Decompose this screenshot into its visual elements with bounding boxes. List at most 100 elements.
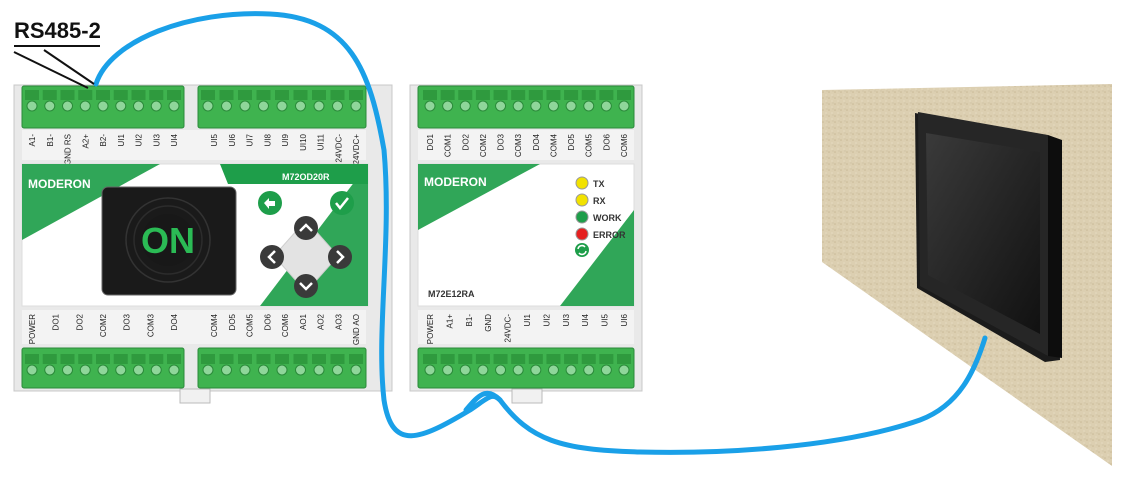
terminal-screw[interactable] bbox=[150, 364, 162, 376]
terminal-screw[interactable] bbox=[332, 100, 343, 112]
terminal-label: UI8 bbox=[263, 133, 272, 146]
terminal-screw[interactable] bbox=[512, 364, 524, 376]
terminal-screw[interactable] bbox=[44, 100, 56, 112]
terminal-screw[interactable] bbox=[512, 100, 524, 112]
terminal-slot bbox=[458, 354, 473, 364]
terminal-screw[interactable] bbox=[239, 100, 251, 112]
terminal-slot bbox=[78, 90, 93, 100]
terminal-screw[interactable] bbox=[477, 364, 489, 376]
terminal-label: DO6 bbox=[263, 313, 272, 330]
terminal-screw[interactable] bbox=[79, 364, 91, 376]
terminal-screw[interactable] bbox=[44, 364, 56, 376]
terminal-screw[interactable] bbox=[168, 100, 180, 112]
terminal-screw[interactable] bbox=[276, 100, 288, 112]
led-label: WORK bbox=[593, 213, 622, 223]
terminal-slot bbox=[219, 354, 234, 364]
terminal-screw[interactable] bbox=[459, 364, 471, 376]
up-button[interactable] bbox=[294, 216, 318, 240]
up-arrow-icon bbox=[299, 223, 313, 232]
terminal-screw[interactable] bbox=[26, 364, 38, 376]
right-button[interactable] bbox=[328, 245, 352, 269]
terminal-label: POWER bbox=[426, 314, 435, 344]
terminal-screw[interactable] bbox=[202, 364, 214, 376]
terminal-screw[interactable] bbox=[239, 364, 251, 376]
terminal-screw[interactable] bbox=[600, 100, 612, 112]
terminal-screw[interactable] bbox=[313, 364, 325, 376]
terminal-screw[interactable] bbox=[115, 364, 127, 376]
ok-button[interactable] bbox=[330, 191, 354, 215]
terminal-screw[interactable] bbox=[258, 364, 269, 376]
sync-indicator bbox=[575, 243, 589, 257]
terminal-screw[interactable] bbox=[26, 100, 38, 112]
terminal-screw[interactable] bbox=[547, 364, 559, 376]
terminal-screw[interactable] bbox=[276, 364, 288, 376]
terminal-screw[interactable] bbox=[62, 364, 73, 376]
terminal-screw[interactable] bbox=[424, 364, 436, 376]
terminal-screw[interactable] bbox=[565, 364, 577, 376]
terminal-slot bbox=[546, 354, 561, 364]
terminal-slot bbox=[149, 90, 164, 100]
terminal-screw[interactable] bbox=[442, 100, 454, 112]
terminal-screw[interactable] bbox=[350, 364, 362, 376]
terminal-slot bbox=[493, 354, 508, 364]
terminal-screw[interactable] bbox=[495, 100, 507, 112]
terminal-screw[interactable] bbox=[618, 100, 630, 112]
terminal-screw[interactable] bbox=[618, 364, 630, 376]
terminal-slot bbox=[25, 90, 39, 100]
terminal-screw[interactable] bbox=[547, 100, 559, 112]
terminal-label: UI3 bbox=[152, 133, 161, 146]
terminal-screw[interactable] bbox=[295, 364, 306, 376]
terminal-screw[interactable] bbox=[295, 100, 306, 112]
terminal-screw[interactable] bbox=[477, 100, 489, 112]
terminal-slot bbox=[238, 354, 252, 364]
terminal-screw[interactable] bbox=[600, 364, 612, 376]
terminal-slot bbox=[149, 354, 164, 364]
left-button[interactable] bbox=[260, 245, 284, 269]
led-error bbox=[575, 227, 589, 241]
terminal-label: DO6 bbox=[602, 133, 611, 150]
terminal-screw[interactable] bbox=[313, 100, 325, 112]
terminal-screw[interactable] bbox=[133, 100, 144, 112]
down-button[interactable] bbox=[294, 274, 318, 298]
terminal-label: B1- bbox=[46, 134, 55, 147]
terminal-slot bbox=[293, 354, 308, 364]
terminal-screw[interactable] bbox=[583, 100, 595, 112]
terminal-screw[interactable] bbox=[97, 100, 109, 112]
terminal-screw[interactable] bbox=[442, 364, 454, 376]
terminal-screw[interactable] bbox=[202, 100, 214, 112]
terminal-screw[interactable] bbox=[459, 100, 471, 112]
terminal-screw[interactable] bbox=[530, 100, 542, 112]
terminal-label: UI4 bbox=[581, 313, 590, 326]
terminal-screw[interactable] bbox=[168, 364, 180, 376]
terminal-screw[interactable] bbox=[97, 364, 109, 376]
terminal-screw[interactable] bbox=[565, 100, 577, 112]
terminal-slot bbox=[349, 354, 363, 364]
terminal-label: 24VDC- bbox=[504, 314, 513, 343]
terminal-screw[interactable] bbox=[583, 364, 595, 376]
terminal-screw[interactable] bbox=[79, 100, 91, 112]
terminal-screw[interactable] bbox=[530, 364, 542, 376]
terminal-slot bbox=[78, 354, 93, 364]
terminal-slot bbox=[617, 354, 631, 364]
right-arrow-icon bbox=[336, 250, 345, 264]
terminal-screw[interactable] bbox=[350, 100, 362, 112]
terminal-screw[interactable] bbox=[115, 100, 127, 112]
terminal-screw[interactable] bbox=[424, 100, 436, 112]
back-button[interactable] bbox=[258, 191, 282, 215]
terminal-screw[interactable] bbox=[150, 100, 162, 112]
rs485-cable-controller-to-expansion bbox=[93, 11, 503, 439]
rs485-cable-expansion-to-panel bbox=[463, 335, 988, 455]
terminal-label: UI7 bbox=[246, 133, 255, 146]
terminal-slot bbox=[96, 354, 110, 364]
terminal-screw[interactable] bbox=[133, 364, 144, 376]
terminal-screw[interactable] bbox=[221, 364, 232, 376]
terminal-screw[interactable] bbox=[221, 100, 232, 112]
expansion-model-label: M72E12RA bbox=[428, 289, 475, 299]
terminal-screw[interactable] bbox=[62, 100, 73, 112]
terminal-screw[interactable] bbox=[332, 364, 343, 376]
terminal-screw[interactable] bbox=[258, 100, 269, 112]
terminal-screw[interactable] bbox=[495, 364, 507, 376]
controller-brand: MODERON bbox=[28, 177, 91, 191]
terminal-slot bbox=[581, 354, 596, 364]
